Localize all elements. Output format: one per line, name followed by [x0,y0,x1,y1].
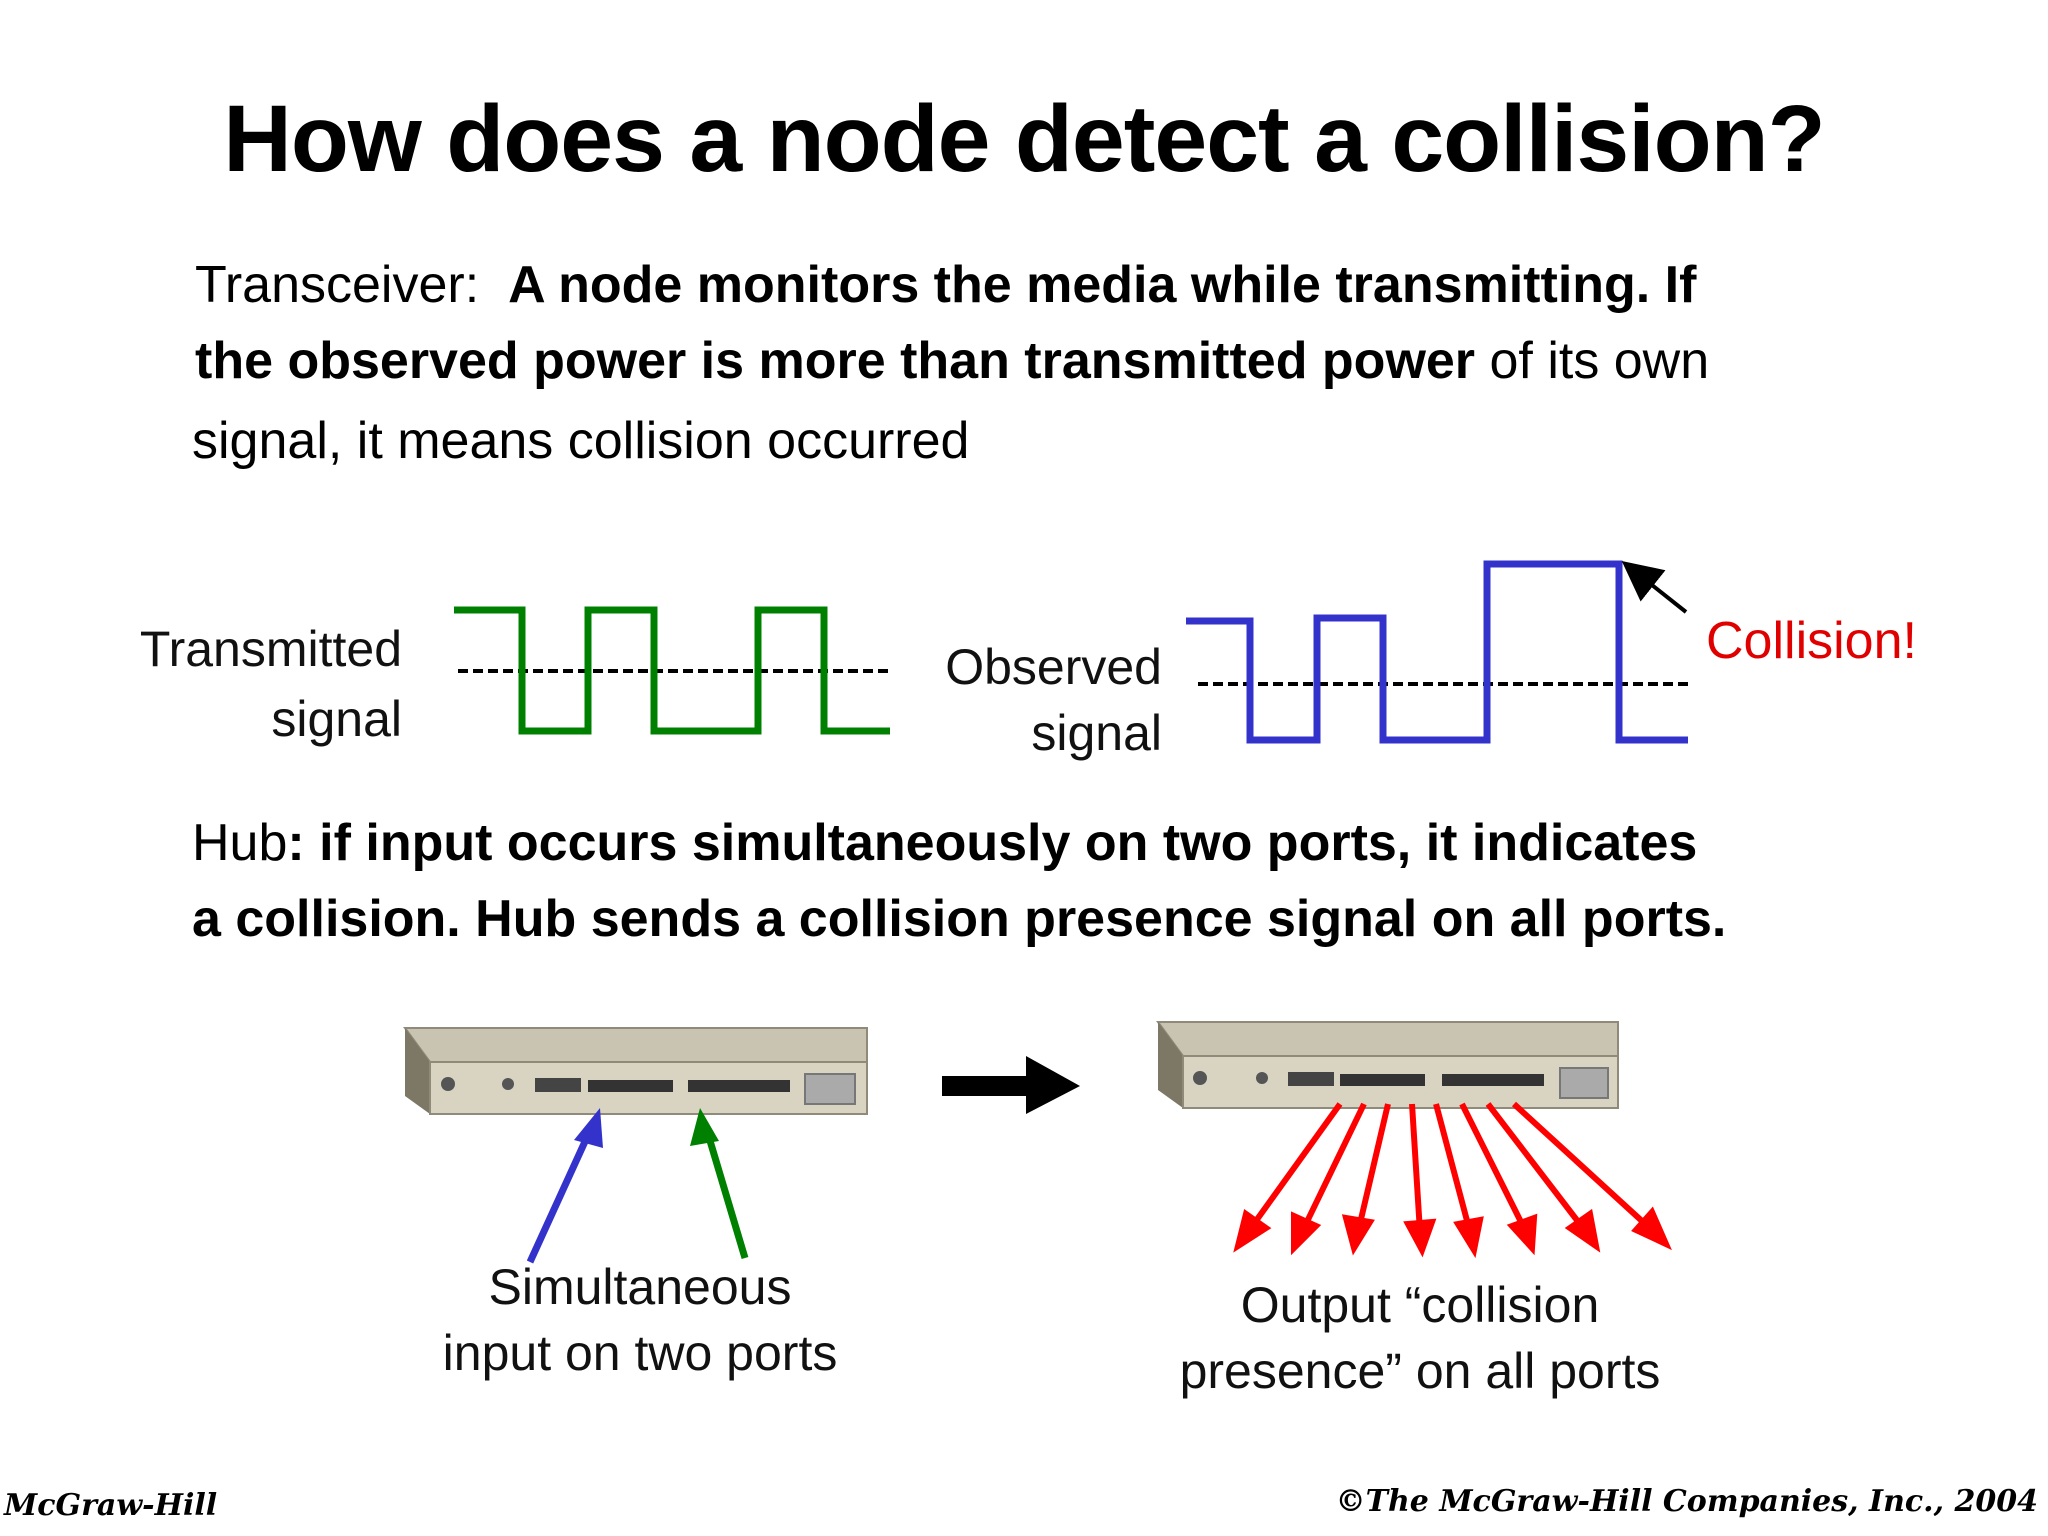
transmitted-signal-wave [454,606,890,735]
hub-line-2: a collision. Hub sends a collision prese… [192,890,1727,948]
output-arrow-8 [1511,1101,1672,1251]
transmitted-signal-label-2: signal [271,691,402,747]
observed-signal-waveform [1186,560,1690,744]
transition-arrow [942,1056,1080,1114]
transceiver-line1-text: A node monitors the media while transmit… [508,256,1697,314]
output-arrows [1233,1101,1672,1259]
output-arrow-3 [1341,1103,1391,1256]
right-hub-caption-2: presence” on all ports [1179,1343,1661,1399]
input-arrow-blue [526,1108,603,1264]
transceiver-label: Transceiver: [195,256,480,314]
transceiver-line-2: the observed power is more than transmit… [195,322,1709,400]
observed-signal-label-1: Observed [945,639,1162,695]
output-arrow-4 [1403,1103,1437,1258]
hub-line1-text: : if input occurs simultaneously on two … [287,814,1698,872]
hub-line-1: Hub: if input occurs simultaneously on t… [192,804,1697,882]
collision-label: Collision! [1706,612,1917,670]
output-arrow-2 [1291,1102,1367,1256]
slide-title: How does a node detect a collision? [223,86,1825,192]
input-arrow-green [690,1108,749,1260]
transceiver-line-1: Transceiver: A node monitors the media w… [195,246,1696,324]
right-hub-caption-1: Output “collision [1240,1277,1600,1333]
transceiver-line2-normal: of its own [1489,332,1710,390]
transmitted-signal-waveform [454,606,890,735]
transmitted-signal-label-1: Transmitted [139,621,402,677]
hub-label: Hub [192,814,288,872]
left-hub-device [403,1027,868,1115]
collision-pointer-arrow [1621,561,1688,614]
output-arrow-1 [1233,1102,1343,1253]
footer-publisher: McGraw-Hill [4,1488,218,1523]
left-hub-caption-2: input on two ports [442,1325,838,1381]
observed-signal-label-2: signal [1031,705,1162,761]
transceiver-line2-bold: the observed power is more than transmit… [195,332,1476,390]
footer-copyright: ©The McGraw-Hill Companies, Inc., 2004 [1335,1484,2038,1519]
output-arrow-5 [1433,1103,1484,1259]
output-arrow-7 [1485,1102,1601,1253]
observed-signal-wave [1186,560,1688,744]
transceiver-line-3: signal, it means collision occurred [192,412,970,470]
output-arrow-6 [1459,1102,1538,1256]
left-hub-caption-1: Simultaneous [488,1259,792,1315]
right-hub-device [1156,1021,1619,1109]
